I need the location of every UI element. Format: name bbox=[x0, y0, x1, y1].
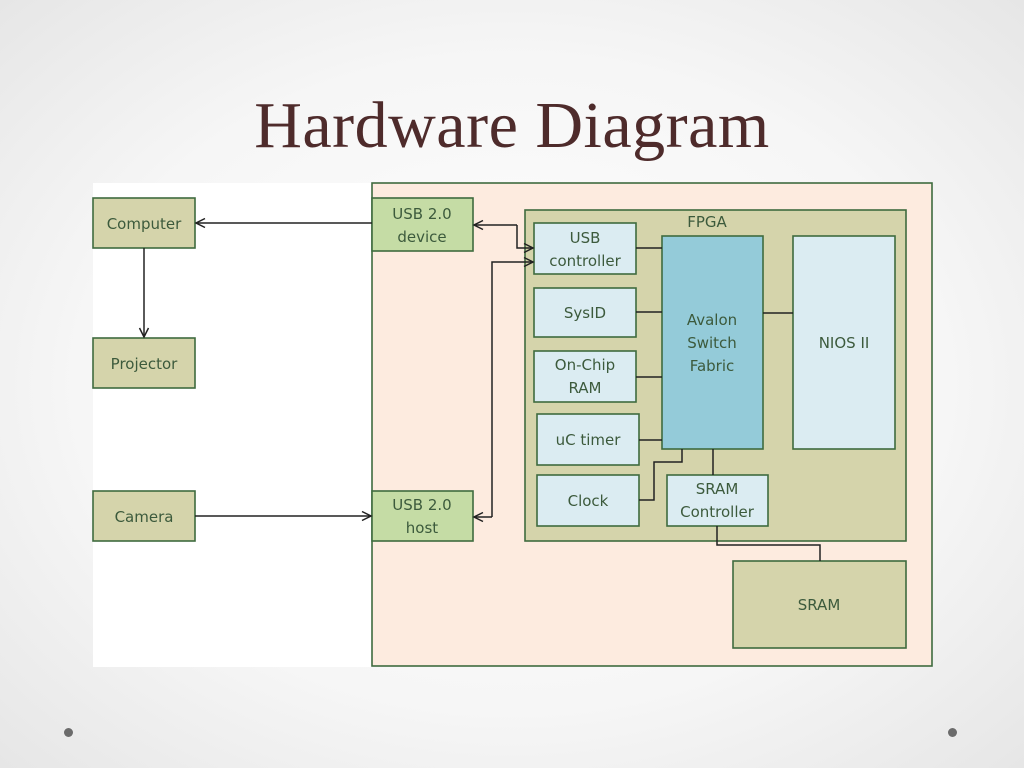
svg-text:Switch: Switch bbox=[687, 334, 737, 352]
svg-text:Avalon: Avalon bbox=[687, 311, 737, 329]
svg-text:SysID: SysID bbox=[564, 304, 606, 322]
connectors bbox=[144, 223, 821, 561]
svg-text:uC timer: uC timer bbox=[556, 431, 622, 449]
slide-title: Hardware Diagram bbox=[254, 89, 770, 162]
avalon-switch-fabric-block: Avalon Switch Fabric bbox=[661, 235, 764, 450]
svg-text:Computer: Computer bbox=[107, 215, 182, 233]
svg-text:SRAM: SRAM bbox=[798, 596, 841, 614]
svg-text:FPGA: FPGA bbox=[687, 213, 727, 231]
nios-ii-block: NIOS II bbox=[792, 235, 896, 450]
svg-text:host: host bbox=[406, 519, 438, 537]
projector-block: Projector bbox=[92, 337, 196, 389]
svg-text:USB 2.0: USB 2.0 bbox=[392, 205, 451, 223]
clock-block: Clock bbox=[536, 474, 640, 527]
slide-dot-left bbox=[64, 728, 73, 737]
onchip-ram-block: On-Chip RAM bbox=[533, 350, 637, 403]
svg-text:controller: controller bbox=[549, 252, 621, 270]
svg-text:On-Chip: On-Chip bbox=[555, 356, 615, 374]
sram-block: SRAM bbox=[732, 560, 907, 649]
usb-device-block: USB 2.0 device bbox=[371, 197, 474, 252]
svg-text:Controller: Controller bbox=[680, 503, 755, 521]
svg-text:SRAM: SRAM bbox=[696, 480, 739, 498]
external-area bbox=[93, 183, 372, 667]
sysid-block: SysID bbox=[533, 287, 637, 338]
svg-text:USB 2.0: USB 2.0 bbox=[392, 496, 451, 514]
sram-controller-block: SRAM Controller bbox=[666, 474, 769, 527]
svg-text:Fabric: Fabric bbox=[690, 357, 735, 375]
svg-text:NIOS II: NIOS II bbox=[819, 334, 870, 352]
uc-timer-block: uC timer bbox=[536, 413, 640, 466]
usb-controller-block: USB controller bbox=[533, 222, 637, 275]
svg-text:Camera: Camera bbox=[115, 508, 174, 526]
slide-dot-right bbox=[948, 728, 957, 737]
computer-block: Computer bbox=[92, 197, 196, 249]
svg-text:USB: USB bbox=[570, 229, 601, 247]
usb-host-block: USB 2.0 host bbox=[371, 490, 474, 542]
svg-text:device: device bbox=[397, 228, 446, 246]
svg-text:Clock: Clock bbox=[568, 492, 609, 510]
svg-text:RAM: RAM bbox=[568, 379, 601, 397]
camera-block: Camera bbox=[92, 490, 196, 542]
svg-text:Projector: Projector bbox=[111, 355, 178, 373]
